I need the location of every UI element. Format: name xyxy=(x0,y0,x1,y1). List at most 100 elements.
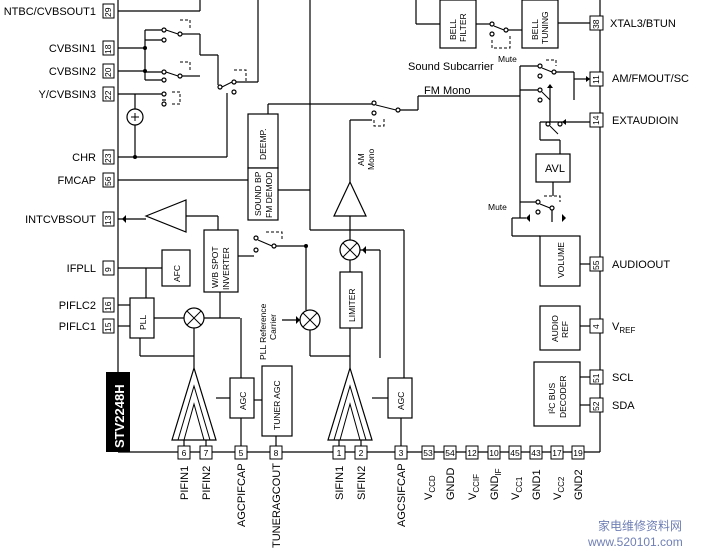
pin-num-51: 51 xyxy=(591,373,601,383)
pin-num-7: 7 xyxy=(204,448,209,458)
limiter-label: LIMITER xyxy=(347,288,357,322)
pin-label-gnd2: GND2 xyxy=(573,469,585,500)
deemp-label: DEEMP. xyxy=(258,129,268,161)
tuner-agc-block xyxy=(261,365,293,437)
svg-text:SOUND BP: SOUND BP xyxy=(253,171,263,216)
fm-mono-label: FM Mono xyxy=(424,85,470,97)
bottom-pins-if: 6 PIFIN1 7 PIFIN2 5 AGCPIFCAP 8 TUNERAGC… xyxy=(177,445,408,548)
pin-num-12: 12 xyxy=(467,448,477,458)
pin-num-15: 15 xyxy=(103,322,113,332)
pin-num-23: 23 xyxy=(103,153,113,163)
watermark-line1: 家电维修资料网 xyxy=(598,518,682,533)
intcvbs-buffer xyxy=(144,199,187,233)
avl-block xyxy=(535,153,571,183)
sound-subcarrier-label: Sound Subcarrier xyxy=(408,61,494,73)
avl-label: AVL xyxy=(545,163,565,175)
agc-pif-block xyxy=(229,377,255,419)
deemp-block xyxy=(247,113,279,169)
pin-box-20 xyxy=(102,63,115,79)
pin-label-gndif: GNDIF xyxy=(489,468,503,500)
wb-spot-inverter-block xyxy=(203,229,239,293)
pin-box-13 xyxy=(102,211,115,227)
svg-text:BELL: BELL xyxy=(530,19,540,40)
pin-num-6: 6 xyxy=(182,448,187,458)
bell-tuning-block xyxy=(521,0,559,49)
pin-num-52: 52 xyxy=(591,401,601,411)
pin-label-gnd1: GND1 xyxy=(531,469,543,500)
pin-label-vref: VREF xyxy=(612,321,635,335)
pin-label-agcsifcap: AGCSIFCAP xyxy=(396,463,408,527)
pin-box-45 xyxy=(508,445,522,460)
pin-num-56: 56 xyxy=(103,176,113,186)
cvbs-switch-matrix xyxy=(118,0,259,159)
pin-box-54 xyxy=(443,445,457,460)
pin-label-chr: CHR xyxy=(72,152,96,164)
svg-text:BELL: BELL xyxy=(448,19,458,40)
pin-box-12 xyxy=(465,445,479,460)
pin-label-scl: SCL xyxy=(612,372,633,384)
svg-text:W/B SPOT: W/B SPOT xyxy=(210,246,220,288)
pin-box-53 xyxy=(421,445,435,460)
pin-box-23 xyxy=(102,149,115,165)
pin-label-sifin1: SIFIN1 xyxy=(334,466,346,500)
svg-text:Mono: Mono xyxy=(366,148,376,170)
pin-box-10 xyxy=(487,445,501,460)
pin-num-5: 5 xyxy=(239,448,244,458)
pin-num-16: 16 xyxy=(103,301,113,311)
pin-num-20: 20 xyxy=(103,67,113,77)
agc-sif-block xyxy=(387,377,413,419)
pin-label-amfmout: AM/FMOUT/SC xyxy=(612,73,689,85)
svg-text:DECODER: DECODER xyxy=(558,375,568,418)
chip-name: STV2248H xyxy=(112,384,127,448)
pin-box-19 xyxy=(571,445,585,460)
volume-block xyxy=(539,235,581,287)
limiter-block xyxy=(339,271,363,329)
pin-num-4: 4 xyxy=(591,324,601,329)
pin-label-pifin1: PIFIN1 xyxy=(179,466,191,500)
pin-label-cvbsin2: CVBSIN2 xyxy=(49,66,96,78)
afc-block xyxy=(161,249,191,287)
pin-num-1: 1 xyxy=(337,448,342,458)
pin-label-fmcap: FMCAP xyxy=(58,175,97,187)
pin-box-18 xyxy=(102,40,115,56)
pin-label-extaudioin: EXTAUDIOIN xyxy=(612,115,678,127)
pin-num-9: 9 xyxy=(103,267,113,272)
pin-num-55: 55 xyxy=(591,260,601,270)
pin-label-intcvbsout: INTCVBSOUT xyxy=(25,214,96,226)
bottom-pins-power: 53 VCCD 54 GNDD 12 VCCIF 10 GNDIF 45 VCC… xyxy=(421,445,585,500)
pin-num-45: 45 xyxy=(510,448,520,458)
pin-box-17 xyxy=(550,445,564,460)
agc-pif-label: AGC xyxy=(238,392,248,410)
svg-text:FM DEMOD: FM DEMOD xyxy=(264,172,274,218)
pin-label-vccif: VCCIF xyxy=(467,474,481,500)
pin-num-17: 17 xyxy=(552,448,562,458)
pin-label-sifin2: SIFIN2 xyxy=(356,466,368,500)
pin-label-vccd: VCCD xyxy=(423,475,437,500)
bell-section: BELL FILTER BELL TUNING Mute xyxy=(415,0,590,64)
pin-label-ycvbsin3: Y/CVBSIN3 xyxy=(39,89,96,101)
pin-num-22: 22 xyxy=(103,90,113,100)
mute-switch-volume: Mute xyxy=(488,195,566,222)
pin-label-tuneragcout: TUNERAGCOUT xyxy=(271,463,283,548)
svg-text:PLL Reference: PLL Reference xyxy=(258,303,268,360)
pin-box-22 xyxy=(102,86,115,102)
pin-box-15 xyxy=(102,318,115,334)
sif-amplifier xyxy=(327,365,373,446)
pin-num-18: 18 xyxy=(103,44,113,54)
right-pins: 38 XTAL3/BTUN 11 AM/FMOUT/SC 14 EXTAUDIO… xyxy=(589,15,689,413)
pin-num-13: 13 xyxy=(103,215,113,225)
pin-num-43: 43 xyxy=(531,448,541,458)
pin-label-agcpifcap: AGCPIFCAP xyxy=(236,463,248,527)
agc-sif-label: AGC xyxy=(396,392,406,410)
audio-output-switching: Sound Subcarrier FM Mono xyxy=(371,59,590,154)
pll-label: PLL xyxy=(138,315,148,330)
pin-label-vcc2: VCC2 xyxy=(552,476,566,500)
pin-label-piflc2: PIFLC2 xyxy=(59,300,96,312)
pin-num-29: 29 xyxy=(103,7,113,17)
pin-label-ntbc: NTBC/CVBSOUT1 xyxy=(4,6,96,18)
mute-top-label: Mute xyxy=(498,54,517,64)
pin-num-53: 53 xyxy=(423,448,433,458)
pin-label-vcc1: VCC1 xyxy=(510,476,524,500)
pin-num-11: 11 xyxy=(591,75,601,84)
pin-num-54: 54 xyxy=(445,448,455,458)
